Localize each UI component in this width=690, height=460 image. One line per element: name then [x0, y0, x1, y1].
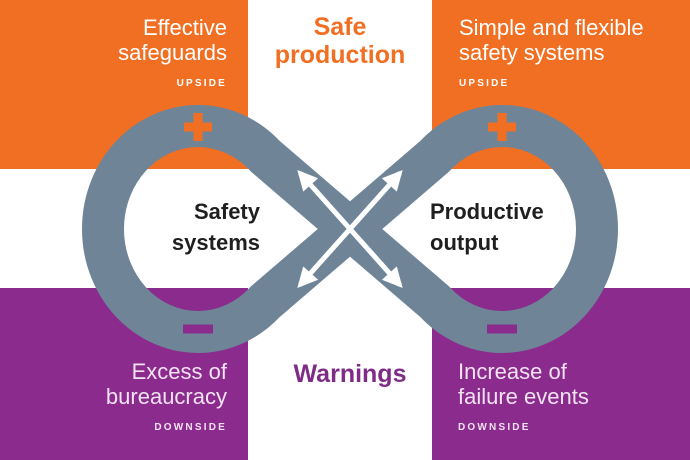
warnings-title: Warnings: [293, 360, 407, 388]
downside-tag: DOWNSIDE: [458, 422, 531, 433]
title-line: Safe: [313, 13, 367, 41]
crossed-double-arrows-icon: [297, 170, 403, 288]
loop-label-line: Productive: [430, 199, 544, 224]
quadrant-excess-of-bureaucracy: Excess of bureaucracy DOWNSIDE: [0, 288, 248, 460]
double-arrow-diagonal-icon: [297, 170, 403, 288]
upside-tag: UPSIDE: [459, 78, 510, 89]
infinity-band: [82, 105, 618, 353]
left-loop-label-safety-systems: Safety systems: [100, 196, 260, 258]
loop-label-line: systems: [171, 230, 260, 255]
loop-label-line: Safety: [193, 199, 260, 224]
downside-tag: DOWNSIDE: [154, 422, 227, 433]
quadrant-title-line: Increase of: [458, 359, 567, 384]
plus-icon: [184, 113, 212, 141]
quadrant-title-line: safeguards: [118, 40, 227, 65]
quadrant-title-line: Excess of: [131, 359, 227, 384]
quadrant-title-line: Simple and flexible: [459, 15, 644, 40]
safe-production-title: Safe production: [248, 13, 432, 69]
title-line: production: [274, 41, 406, 69]
quadrant-title-line: Effective: [143, 15, 227, 40]
loop-label-line: output: [430, 230, 499, 255]
right-loop-label-productive-output: Productive output: [430, 196, 600, 258]
plus-icon: [488, 113, 516, 141]
upside-tag: UPSIDE: [176, 78, 227, 89]
quadrant-title-line: failure events: [458, 384, 589, 409]
quadrant-title-line: bureaucracy: [105, 384, 227, 409]
quadrant-title-line: safety systems: [459, 40, 605, 65]
